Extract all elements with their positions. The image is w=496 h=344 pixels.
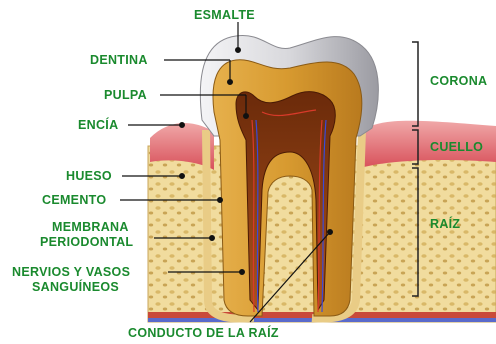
label-dentina: DENTINA [90,53,148,67]
label-cuello: CUELLO [430,140,483,154]
label-periodontal: PERIODONTAL [40,235,133,249]
label-esmalte: ESMALTE [194,8,255,22]
label-hueso: HUESO [66,169,112,183]
label-membrana: MEMBRANA [52,220,129,234]
label-conducto: CONDUCTO DE LA RAÍZ [128,326,279,340]
inter-root-bone [272,182,308,312]
label-sanguineos: SANGUÍNEOS [32,280,119,294]
label-pulpa: PULPA [104,88,147,102]
label-encia: ENCÍA [78,118,118,132]
label-nervios: NERVIOS Y VASOS [12,265,130,279]
label-corona: CORONA [430,74,487,88]
label-cemento: CEMENTO [42,193,106,207]
label-raiz: RAÍZ [430,217,460,231]
